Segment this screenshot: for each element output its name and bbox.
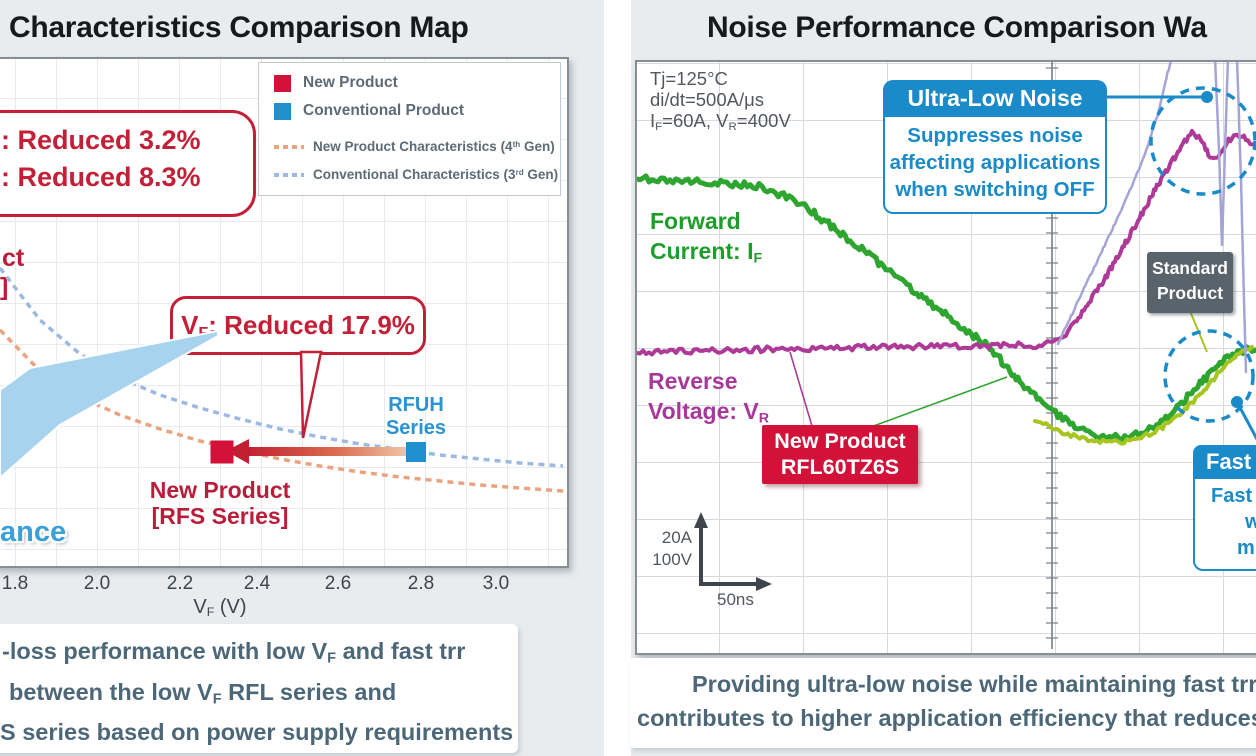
callout-line-trr: : Reduced 3.2%	[1, 125, 201, 155]
volts-per-div-label: 100V	[652, 550, 692, 569]
right-panel-title: Noise Performance Comparison Wa	[707, 11, 1207, 44]
legend-label: Conventional Product	[303, 102, 465, 119]
fast-trr-header: Fast t	[1193, 445, 1256, 479]
caption-line-1: Providing ultra-low noise while maintain…	[692, 671, 1256, 697]
x-axis-label: VF (V)	[193, 596, 247, 620]
condition-tj: Tj=125°C	[650, 68, 728, 89]
right-panel-caption: Providing ultra-low noise while maintain…	[630, 658, 1256, 748]
truncated-performance-fragment: ance	[0, 516, 67, 548]
x-tick: 3.0	[482, 573, 510, 594]
caption-line-2: contributes to higher application effici…	[637, 705, 1256, 731]
rfs-series-label: New Product[RFS Series]	[149, 477, 291, 529]
fast-trr-callout: Fast t Fast r wh mi	[1193, 445, 1256, 571]
x-tick: 2.0	[83, 573, 111, 594]
legend-label: Conventional Characteristics (3rd Gen)	[313, 167, 559, 182]
blue-dash-swatch	[274, 172, 304, 177]
legend-item-new-characteristics: New Product Characteristics (4th Gen)	[274, 139, 555, 154]
forward-current-label: Forward Current: IF	[650, 208, 763, 267]
amps-per-div-label: 20A	[661, 528, 692, 547]
left-panel-title: Characteristics Comparison Map	[9, 11, 469, 44]
caption-line-3: S series based on power supply requireme…	[0, 719, 514, 746]
orange-dash-swatch	[274, 144, 304, 149]
callout-line-irr: : Reduced 8.3%	[1, 162, 201, 192]
ultra-low-noise-header: Ultra-Low Noise	[883, 80, 1107, 117]
new-product-swatch	[274, 74, 291, 92]
ultra-low-noise-body: Suppresses noise affecting applications …	[883, 117, 1107, 214]
legend-item-conventional-product: Conventional Product	[274, 102, 464, 120]
time-per-div-label: 50ns	[717, 590, 754, 609]
reverse-voltage-label: Reverse Voltage: VR	[648, 368, 770, 427]
test-conditions: Tj=125°C di/dt=500A/μs IF=60A, VR=400V	[650, 68, 791, 138]
legend-label: New Product	[303, 74, 398, 91]
x-tick: 1.8	[1, 573, 29, 594]
vf-reduction-callout: VF: Reduced 17.9%	[170, 296, 426, 355]
left-panel-caption: -loss performance with low VF and fast t…	[0, 624, 518, 753]
x-tick: 2.4	[243, 573, 271, 594]
legend-item-conventional-characteristics: Conventional Characteristics (3rd Gen)	[274, 167, 558, 182]
ultra-low-noise-callout: Ultra-Low Noise Suppresses noise affecti…	[883, 80, 1107, 214]
condition-if-vr: IF=60A, VR=400V	[650, 110, 791, 133]
x-tick: 2.6	[324, 573, 352, 594]
truncated-label-fragment: ct	[2, 244, 25, 272]
condition-didt: di/dt=500A/μs	[650, 89, 765, 110]
legend-label: New Product Characteristics (4th Gen)	[313, 139, 555, 154]
conventional-product-swatch	[274, 102, 291, 120]
panel-divider	[604, 0, 631, 756]
truncated-bracket-fragment: ]	[0, 273, 9, 301]
x-tick: 2.8	[407, 573, 435, 594]
x-tick: 2.2	[166, 573, 194, 594]
left-chart-legend: New Product Conventional Product New Pro…	[258, 62, 561, 196]
reduction-callout-top: : Reduced 3.2% : Reduced 8.3%	[0, 110, 256, 217]
fast-trr-body: Fast r wh mi	[1193, 479, 1256, 571]
legend-item-new-product: New Product	[274, 74, 398, 92]
caption-line-1: -loss performance with low VF and fast t…	[2, 638, 466, 667]
caption-line-2: between the low VF RFL series and	[9, 678, 397, 708]
